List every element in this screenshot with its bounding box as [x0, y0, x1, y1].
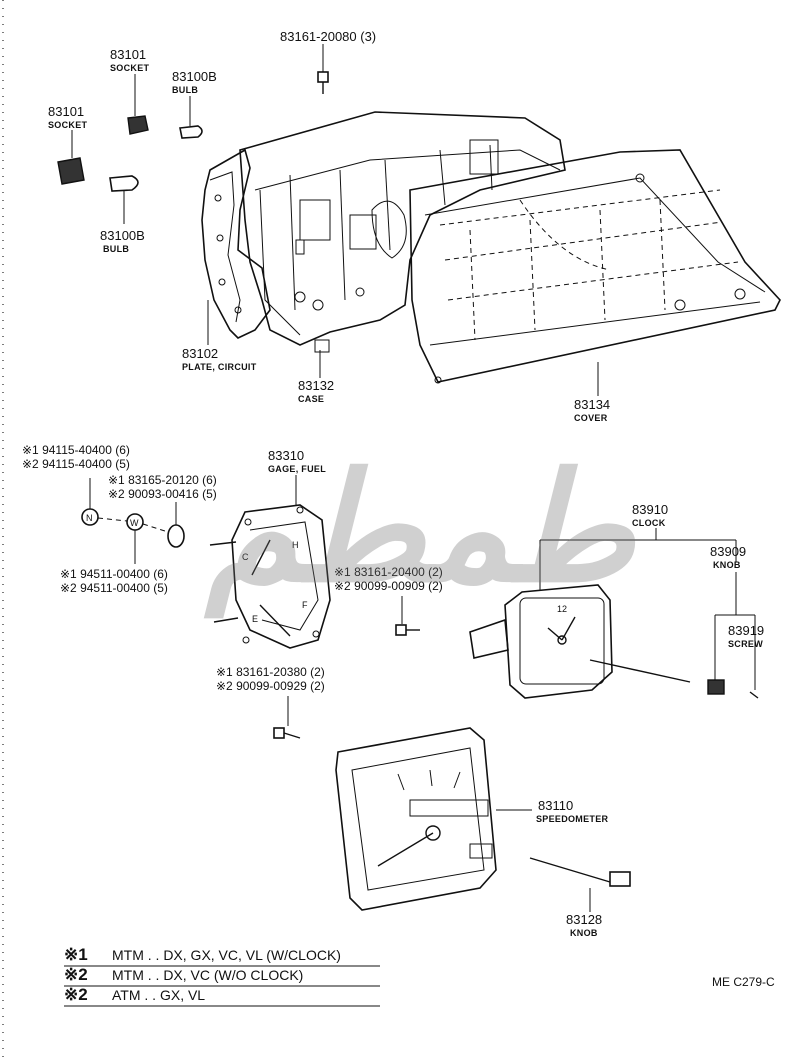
label-fuel-gage-pn: 83310	[268, 448, 304, 463]
label-speedometer-pn: 83110	[538, 798, 573, 813]
label-screw-top-pn: 83161-20080 (3)	[280, 29, 376, 44]
label-bulb-b-name: BULB	[103, 244, 129, 254]
case-drawing	[239, 111, 566, 353]
label-plate-pn: 83102	[182, 346, 218, 361]
label-fuel-gage-name: GAGE, FUEL	[268, 464, 326, 474]
gauge-mark-c: C	[242, 552, 249, 562]
label-socket-a-pn: 83101	[110, 47, 146, 62]
label-bulb-b-pn: 83100B	[100, 228, 145, 243]
nut-letter: N	[86, 513, 93, 523]
washer-letter: W	[130, 518, 139, 528]
label-socket-a-name: SOCKET	[110, 63, 150, 73]
cover-drawing	[409, 149, 781, 384]
fastener-nut-line-2: ※2 94115-40400 (5)	[22, 457, 130, 471]
legend-text-1: MTM . . DX, GX, VC, VL (W/CLOCK)	[112, 947, 341, 963]
clock-screw-drawing	[749, 691, 759, 699]
screw-low-drawing	[273, 696, 301, 739]
label-bulb-a-pn: 83100B	[172, 69, 217, 84]
label-bulb-a-name: BULB	[172, 85, 198, 95]
drawing-code: ME C279-C	[712, 975, 775, 989]
nut-washer-chain: N W	[81, 478, 185, 564]
label-clock-screw-name: SCREW	[728, 639, 763, 649]
screw-top-drawing	[317, 71, 329, 94]
fastener-washer-line-2: ※2 94511-00400 (5)	[60, 581, 168, 595]
screw-mid-drawing	[395, 596, 420, 636]
label-clock-knob-name: KNOB	[713, 560, 741, 570]
fastener-insulator-line-1: ※1 83165-20120 (6)	[108, 473, 217, 487]
speedometer-drawing	[335, 727, 497, 911]
socket-b-drawing	[57, 157, 85, 185]
fastener-insulator-line-2: ※2 90093-00416 (5)	[108, 487, 217, 501]
label-cover-name: COVER	[574, 413, 608, 423]
label-speedo-knob-pn: 83128	[566, 912, 602, 927]
label-cover-pn: 83134	[574, 397, 610, 412]
fastener-nut-line-1: ※1 94115-40400 (6)	[22, 443, 130, 457]
legend: ※1 MTM . . DX, GX, VC, VL (W/CLOCK) ※2 M…	[64, 945, 380, 1007]
bulb-b-drawing	[109, 175, 139, 192]
label-speedometer-name: SPEEDOMETER	[536, 814, 609, 824]
label-case-pn: 83132	[298, 378, 334, 393]
fastener-screw-mid-line-1: ※1 83161-20400 (2)	[334, 565, 443, 579]
fastener-labels: ※1 94115-40400 (6) ※2 94115-40400 (5) ※1…	[22, 443, 443, 693]
label-speedo-knob-name: KNOB	[570, 928, 598, 938]
legend-mark-1: ※1	[64, 945, 88, 964]
label-clock-knob-pn: 83909	[710, 544, 746, 559]
fastener-screw-mid-line-2: ※2 90099-00909 (2)	[334, 579, 443, 593]
label-clock-pn: 83910	[632, 502, 668, 517]
label-socket-b-pn: 83101	[48, 104, 84, 119]
legend-mark-3: ※2	[64, 985, 88, 1004]
part-labels: 83161-20080 (3) 83101 SOCKET 83100B BULB…	[48, 29, 764, 938]
label-case-name: CASE	[298, 394, 324, 404]
legend-text-3: ATM . . GX, VL	[112, 987, 205, 1003]
fastener-screw-low-line-2: ※2 90099-00929 (2)	[216, 679, 325, 693]
leader-lines	[71, 44, 756, 912]
fuel-gage-drawing: H C E F	[209, 504, 331, 649]
watermark-logo: طمطم	[204, 444, 640, 619]
speedo-knob-drawing	[529, 857, 631, 887]
clock-knob-drawing	[707, 679, 725, 695]
fastener-screw-low-line-1: ※1 83161-20380 (2)	[216, 665, 325, 679]
label-plate-name: PLATE, CIRCUIT	[182, 362, 257, 372]
clock-drawing: 12	[469, 584, 691, 699]
fastener-washer-line-1: ※1 94511-00400 (6)	[60, 567, 168, 581]
bulb-a-drawing	[179, 125, 203, 139]
gauge-mark-e: E	[252, 614, 258, 624]
label-clock-screw-pn: 83919	[728, 623, 764, 638]
legend-text-2: MTM . . DX, VC (W/O CLOCK)	[112, 967, 303, 983]
gauge-mark-f: F	[302, 600, 308, 610]
label-socket-b-name: SOCKET	[48, 120, 88, 130]
clock-mark-twelve: 12	[557, 604, 567, 614]
legend-mark-2: ※2	[64, 965, 88, 984]
label-clock-name: CLOCK	[632, 518, 666, 528]
plate-circuit-drawing	[201, 148, 271, 339]
gauge-mark-h: H	[292, 540, 299, 550]
socket-a-drawing	[127, 115, 149, 135]
